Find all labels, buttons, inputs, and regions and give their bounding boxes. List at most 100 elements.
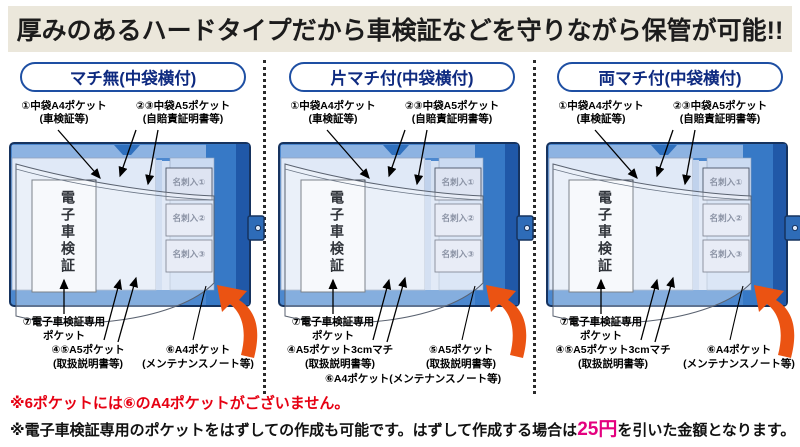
panel-kata-machi: 片マチ付(中袋横付) ①中袋A4ポケット (車検証等) ②③中袋A5ポケット (… — [277, 62, 534, 396]
cover-top-band — [281, 145, 475, 158]
holder-edge — [236, 144, 249, 305]
card-slot-label-3: 名刺入③ — [172, 249, 206, 259]
panel-title-text: マチ無(中袋横付) — [69, 70, 197, 88]
label-line: ④A5ポケット3cmマチ — [286, 344, 394, 356]
clear-pocket-edge — [284, 168, 484, 201]
label-pocket-1: ①中袋A4ポケット (車検証等) — [281, 100, 385, 126]
leader-arrow-4 — [103, 278, 123, 341]
label-line: ⑥A4ポケット — [706, 344, 772, 356]
label-line: (車検証等) — [576, 113, 626, 126]
certificate-vertical-label: 電子車検証 — [329, 190, 345, 275]
label-pocket-4-5: ④⑤A5ポケット3cmマチ (取扱説明書等) — [545, 344, 681, 371]
label-line: ポケット — [580, 329, 622, 342]
leader-arrow-4 — [372, 278, 392, 341]
label-line: (自賠責証明書等) — [142, 113, 224, 126]
label-pocket-2-3: ②③中袋A5ポケット (自賠責証明書等) — [649, 100, 791, 126]
panel-machi-nashi: マチ無(中袋横付) ①中袋A4ポケット (車検証等) ②③中袋A5ポケット (自… — [8, 62, 265, 396]
label-pocket-7: ⑦電子車検証専用 ポケット — [545, 316, 657, 343]
label-pocket-4-5: ④⑤A5ポケット (取扱説明書等) — [36, 344, 140, 371]
card-slot-label-3: 名刺入③ — [709, 249, 743, 259]
label-line: ⑦電子車検証専用 — [559, 316, 643, 328]
snap-hole — [523, 224, 531, 232]
fold-strip-1 — [693, 160, 699, 290]
panel-title: マチ無(中袋横付) — [20, 62, 246, 92]
snap-hole — [254, 224, 262, 232]
holder-edge — [773, 144, 786, 305]
holder-edge — [505, 144, 518, 305]
fold-strip-1 — [156, 160, 162, 290]
card-slot-label-1: 名刺入① — [709, 177, 743, 187]
clear-pocket-edge — [552, 168, 752, 201]
label-line: (取扱説明書等) — [53, 357, 123, 370]
label-line: ⑥A4ポケット — [165, 344, 231, 356]
panel-title: 両マチ付(中袋横付) — [557, 62, 783, 92]
label-pocket-4: ④A5ポケット3cmマチ (取扱説明書等) — [277, 344, 403, 371]
certificate-vertical-label: 電子車検証 — [60, 190, 76, 275]
label-line: ⑦電子車検証専用 — [291, 316, 375, 328]
label-line: (車検証等) — [308, 113, 358, 126]
page-turn-arrow-icon — [754, 285, 795, 358]
leader-arrow-2 — [655, 129, 674, 178]
label-line: ②③中袋A5ポケット — [404, 100, 500, 112]
label-pocket-1: ①中袋A4ポケット (車検証等) — [549, 100, 653, 126]
leader-line-6 — [729, 285, 744, 341]
leader-line-6 — [192, 285, 207, 341]
leader-arrow-1 — [594, 129, 638, 179]
label-line: ⑦電子車検証専用 — [22, 316, 106, 328]
certificate-card — [300, 179, 366, 293]
thumb-notch — [114, 145, 140, 155]
holder-diagram — [9, 129, 265, 358]
label-pocket-6: ⑥A4ポケット (メンテナンスノート等) — [140, 344, 256, 371]
leader-arrow-3 — [414, 129, 428, 186]
card-slot-3 — [165, 239, 213, 273]
panel-title-text: 両マチ付(中袋横付) — [598, 70, 742, 88]
card-slot-label-3: 名刺入③ — [441, 249, 475, 259]
fold-strip-1 — [425, 160, 431, 290]
certificate-vertical-label: 電子車検証 — [597, 190, 613, 275]
panel-divider-2 — [533, 60, 536, 394]
leader-arrow-5 — [654, 276, 675, 343]
diagram-area: 電子車検証 名刺入① 名刺入② 名刺入③ — [8, 128, 265, 374]
holder-diagram — [546, 129, 800, 358]
leader-arrow-2 — [387, 129, 406, 178]
leader-arrow-4 — [640, 278, 660, 341]
label-line: (取扱説明書等) — [578, 357, 648, 370]
label-pocket-7: ⑦電子車検証専用 ポケット — [8, 316, 120, 343]
label-line: ポケット — [43, 329, 85, 342]
cover-top-band — [12, 145, 206, 158]
diagram-area: 電子車検証 名刺入① 名刺入② 名刺入③ — [277, 128, 534, 374]
card-slot-label-1: 名刺入① — [172, 177, 206, 187]
page-turn-arrow-icon — [217, 285, 258, 358]
headline-text: 厚みのあるハードタイプだから車検証などを守りながら保管が可能!! — [16, 17, 784, 45]
leader-line-6 — [461, 285, 476, 341]
label-pocket-2-3: ②③中袋A5ポケット (自賠責証明書等) — [381, 100, 523, 126]
headline-banner: 厚みのあるハードタイプだから車検証などを守りながら保管が可能!! — [8, 6, 792, 52]
footnote-price-suffix: を引いた金額となります。 — [617, 422, 796, 439]
panel-title-text: 片マチ付(中袋横付) — [330, 70, 474, 88]
card-slot-2 — [434, 203, 482, 237]
label-pocket-1: ①中袋A4ポケット (車検証等) — [12, 100, 116, 126]
snap-hole — [791, 224, 799, 232]
certificate-card — [568, 179, 634, 293]
holder-diagram — [278, 129, 534, 358]
label-pocket-5: ⑤A5ポケット (取扱説明書等) — [405, 344, 517, 371]
leader-arrow-5 — [386, 276, 407, 343]
diagram-area: 電子車検証 名刺入① 名刺入② 名刺入③ — [545, 128, 800, 374]
label-line: ポケット — [312, 329, 354, 342]
card-slot-label-2: 名刺入② — [709, 213, 743, 223]
label-pocket-2-3: ②③中袋A5ポケット (自賠責証明書等) — [112, 100, 254, 126]
leader-arrow-3 — [145, 129, 159, 186]
label-line: ④⑤A5ポケット — [51, 344, 125, 356]
leader-arrow-3 — [682, 129, 696, 186]
page-turn-arrow-icon — [486, 285, 527, 358]
panel-ryo-machi: 両マチ付(中袋横付) ①中袋A4ポケット (車検証等) ②③中袋A5ポケット (… — [545, 62, 800, 396]
label-line: (メンテナンスノート等) — [142, 357, 254, 370]
leader-arrow-5 — [117, 276, 138, 343]
label-line: ①中袋A4ポケット — [558, 100, 644, 112]
card-slot-2 — [165, 203, 213, 237]
leader-arrow-2 — [118, 129, 137, 178]
label-line: ⑤A5ポケット — [428, 344, 494, 356]
card-slot-3 — [434, 239, 482, 273]
cover-top-band — [549, 145, 743, 158]
